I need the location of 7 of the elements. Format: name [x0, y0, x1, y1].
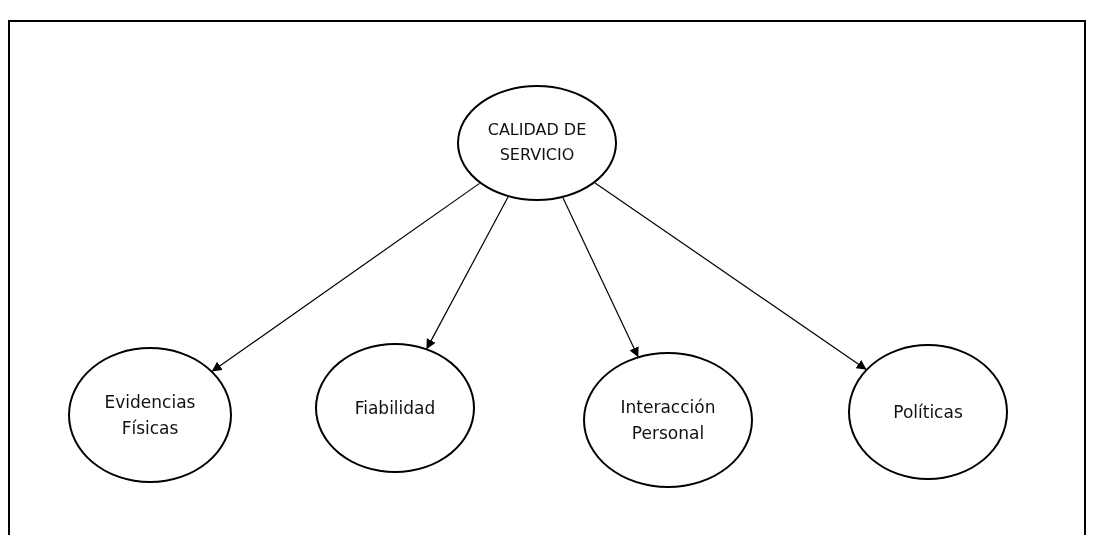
node-label: Fiabilidad — [353, 396, 437, 420]
node-label: Interacción Personal — [619, 395, 717, 445]
arrow — [211, 182, 481, 372]
node-label: Evidencias Físicas — [103, 390, 197, 440]
node-label: Políticas — [892, 400, 964, 424]
arrow — [594, 182, 867, 370]
node-label: CALIDAD DE SERVICIO — [486, 119, 588, 166]
